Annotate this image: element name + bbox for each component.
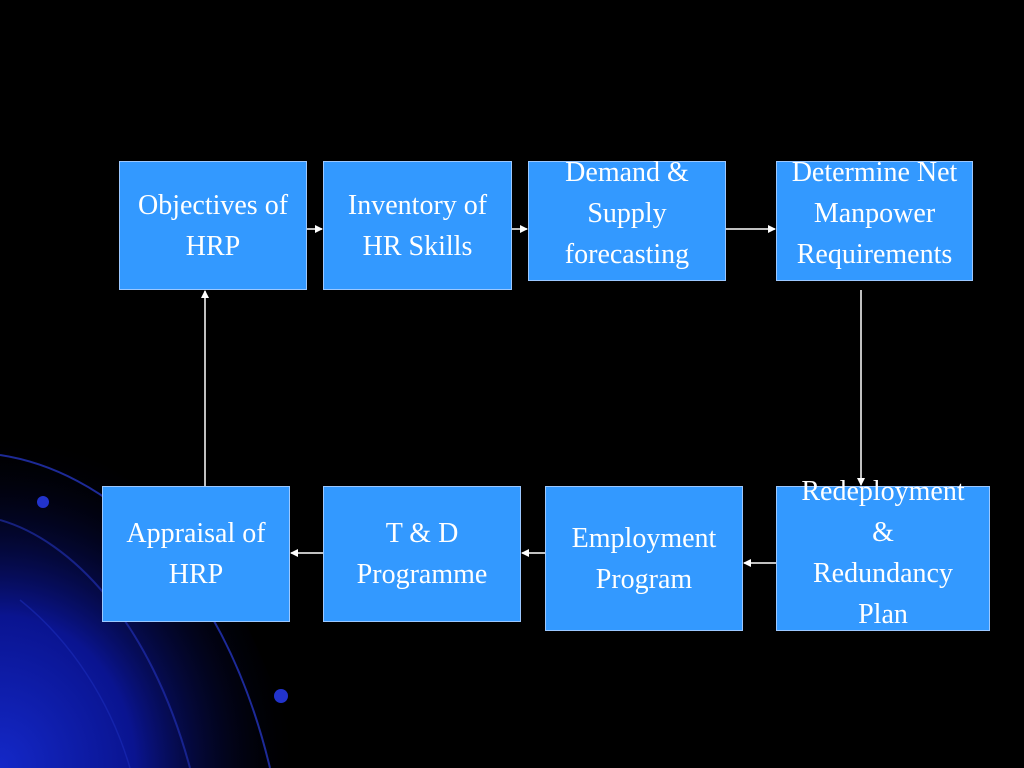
decor-dot-1 bbox=[37, 496, 49, 508]
box-label: Redeployment & Redundancy Plan bbox=[801, 475, 965, 630]
box-employment-program: Employment Program bbox=[545, 486, 743, 631]
box-redeployment-redundancy-plan: Redeployment & Redundancy Plan bbox=[776, 476, 990, 631]
box-label: Inventory of HR Skills bbox=[347, 189, 488, 262]
box-label: Determine Net Manpower Requirements bbox=[791, 156, 958, 270]
decor-dot-2 bbox=[274, 689, 288, 703]
box-label: Objectives of HRP bbox=[137, 189, 289, 262]
box-objectives-of-hrp: Objectives of HRP bbox=[119, 161, 307, 290]
box-t-and-d-programme: T & D Programme bbox=[323, 486, 521, 622]
box-determine-net-manpower: Determine Net Manpower Requirements bbox=[776, 157, 973, 281]
box-inventory-of-hr-skills: Inventory of HR Skills bbox=[323, 161, 512, 290]
box-appraisal-of-hrp: Appraisal of HRP bbox=[102, 486, 290, 622]
box-demand-supply-forecasting: Demand & Supply forecasting bbox=[528, 157, 726, 281]
box-label: T & D Programme bbox=[356, 518, 488, 590]
box-label: Demand & Supply forecasting bbox=[564, 156, 690, 270]
decor-curve-3 bbox=[19, 599, 131, 768]
box-label: Employment Program bbox=[571, 522, 717, 595]
box-label: Appraisal of HRP bbox=[126, 518, 266, 590]
